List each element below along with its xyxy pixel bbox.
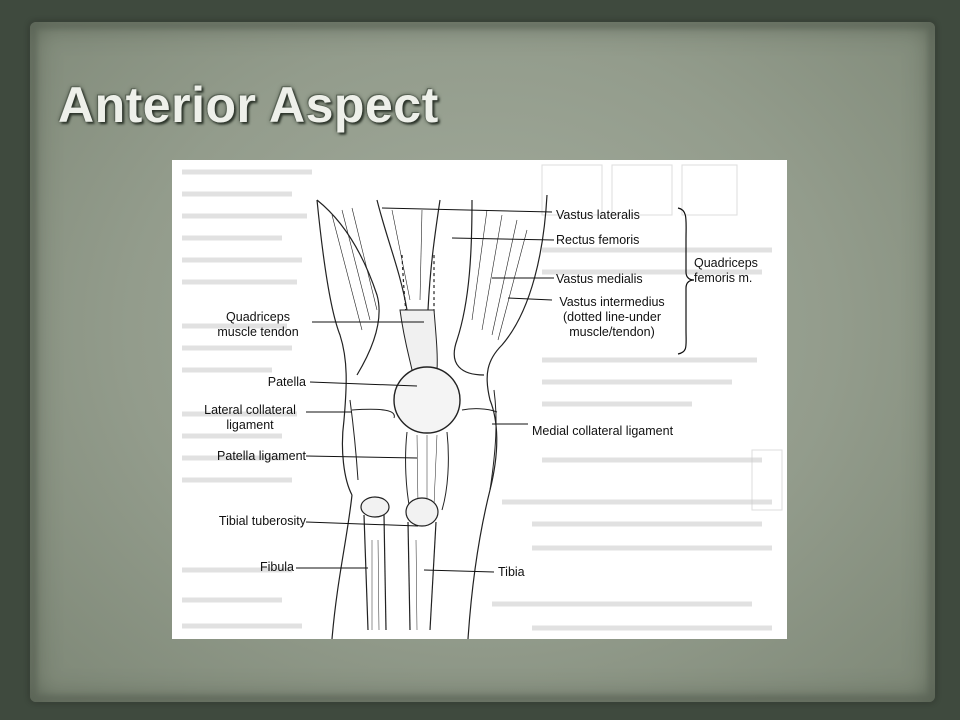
- label-rectus-femoris: Rectus femoris: [556, 233, 640, 247]
- lower-leg-bones: [360, 496, 439, 527]
- label-quadriceps-femoris: Quadriceps femoris m.: [694, 256, 758, 285]
- label-patella-ligament: Patella ligament: [217, 449, 306, 463]
- label-lateral-collateral-ligament: Lateral collateral ligament: [204, 403, 296, 432]
- label-fibula: Fibula: [259, 560, 294, 574]
- label-vastus-lateralis: Vastus lateralis: [556, 208, 640, 222]
- quadriceps-brace: [677, 207, 695, 355]
- label-pointers: [296, 207, 555, 573]
- label-tibia: Tibia: [498, 565, 525, 579]
- background-scan-text: [182, 169, 772, 631]
- label-vastus-intermedius: Vastus intermedius (dotted line-under mu…: [559, 295, 665, 339]
- label-patella: Patella: [267, 375, 306, 389]
- label-quadriceps-tendon: Quadriceps muscle tendon: [217, 310, 299, 339]
- knee-anatomy-figure: Vastus lateralis Rectus femoris Vastus m…: [172, 160, 787, 639]
- knee-illustration: [182, 164, 783, 639]
- slide-title: Anterior Aspect: [58, 77, 439, 133]
- label-tibial-tuberosity: Tibial tuberosity: [218, 514, 306, 528]
- label-vastus-medialis: Vastus medialis: [556, 272, 643, 286]
- label-medial-collateral-ligament: Medial collateral ligament: [532, 424, 674, 438]
- patella-bone: [393, 366, 461, 434]
- ligaments: [349, 389, 498, 511]
- quadriceps-tendon: [399, 309, 438, 371]
